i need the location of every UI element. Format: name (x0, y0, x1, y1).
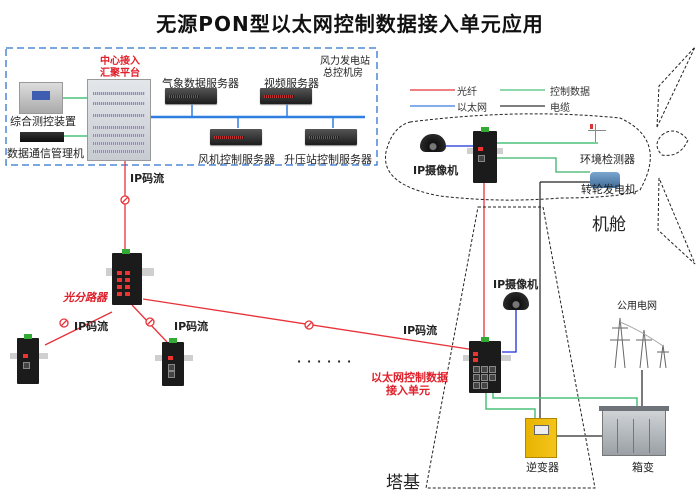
weather-server-label: 气象数据服务器 (162, 77, 239, 90)
legend-control-data: 控制数据 (550, 87, 590, 98)
environment-detector[interactable] (588, 124, 616, 142)
monitor-control-label: 综合测控装置 (10, 115, 76, 128)
central-aggregation-platform[interactable] (87, 79, 151, 161)
tower-base-label: 塔基 (386, 473, 420, 493)
fiber-marker (59, 195, 314, 330)
more-nodes-ellipsis: · · · · · · (297, 355, 353, 368)
optical-splitter[interactable] (112, 249, 142, 305)
platform-label-2: 汇聚平台 (100, 68, 140, 79)
public-grid-label: 公用电网 (617, 301, 657, 312)
comm-manager-device[interactable] (20, 132, 64, 142)
nacelle-boundary (384, 113, 651, 201)
diagram-title: 无源PON型以太网控制数据接入单元应用 (156, 12, 544, 36)
base-ip-camera[interactable] (503, 292, 529, 310)
inverter-label: 逆变器 (526, 461, 559, 474)
base-camera-label: IP摄像机 (493, 278, 539, 291)
ip-stream-label-3: IP码流 (403, 324, 438, 337)
nacelle-camera-label: IP摄像机 (413, 164, 459, 177)
turbine-server-label: 风机控制服务器 (198, 153, 275, 166)
platform-label-1: 中心接入 (100, 56, 140, 67)
power-pylon-icon (610, 317, 669, 369)
legend-ethernet: 以太网 (457, 103, 487, 114)
comm-manager-label: 数据通信管理机 (7, 147, 84, 160)
booster-server-label: 升压站控制服务器 (284, 153, 372, 166)
booster-control-server[interactable] (305, 129, 357, 145)
box-transformer[interactable] (599, 406, 669, 456)
remote-access-unit-1[interactable] (17, 334, 39, 384)
nacelle-access-unit[interactable] (473, 127, 497, 183)
turbine-generator[interactable] (590, 172, 620, 188)
generator-label: 转轮发电机 (581, 183, 636, 196)
env-detector-label: 环境检测器 (580, 153, 635, 166)
legend-fiber: 光纤 (457, 87, 477, 98)
access-unit-label-1: 以太网控制数据 (371, 371, 448, 384)
legend-cable: 电缆 (550, 103, 570, 114)
ip-stream-label-trunk: IP码流 (130, 172, 165, 185)
control-room-label-1: 风力发电站 (320, 56, 370, 67)
monitor-control-device[interactable] (19, 82, 63, 114)
splitter-label: 光分路器 (63, 291, 107, 304)
ip-stream-label-1: IP码流 (74, 320, 109, 333)
video-server-label: 视频服务器 (264, 77, 319, 90)
box-transformer-label: 箱变 (632, 461, 654, 474)
ethernet-control-access-unit[interactable] (469, 337, 501, 393)
tower-boundary (425, 206, 596, 489)
nacelle-ip-camera[interactable] (420, 134, 446, 152)
turbine-control-server[interactable] (210, 129, 262, 145)
weather-server[interactable] (165, 88, 217, 104)
control-room-boundary (5, 47, 378, 166)
video-server[interactable] (260, 88, 312, 104)
access-unit-label-2: 接入单元 (386, 384, 430, 397)
nacelle-label: 机舱 (592, 215, 626, 235)
inverter[interactable] (525, 418, 557, 458)
ip-stream-label-2: IP码流 (174, 320, 209, 333)
control-room-label-2: 总控机房 (323, 68, 363, 79)
remote-access-unit-2[interactable] (162, 338, 184, 386)
